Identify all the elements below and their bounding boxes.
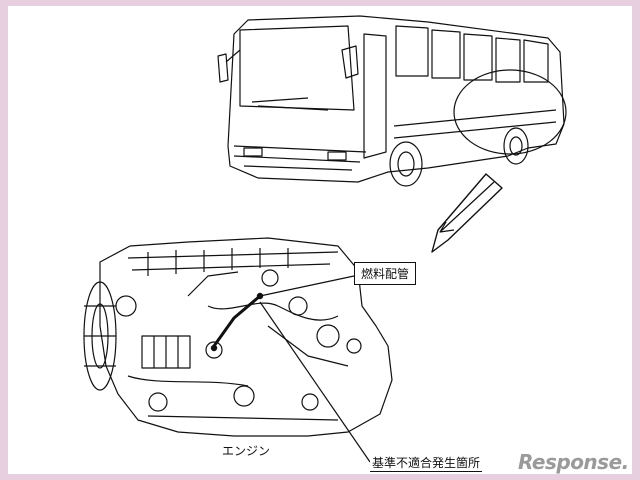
engine-illustration — [83, 237, 393, 437]
defect-location-label: 基準不適合発生箇所 — [370, 454, 483, 472]
defect-leader — [259, 301, 371, 463]
pointer-arrow — [431, 173, 503, 253]
fuel-pipe-leader — [259, 275, 355, 297]
line-drawing — [83, 15, 567, 463]
engine-caption: エンジン — [222, 444, 271, 458]
bus-illustration — [217, 15, 567, 187]
watermark-logo: Response. — [518, 450, 629, 474]
diagram-frame: 燃料配管 基準不適合発生箇所 エンジン Response. — [8, 6, 632, 474]
fuel-pipe-label: 燃料配管 — [354, 262, 417, 285]
